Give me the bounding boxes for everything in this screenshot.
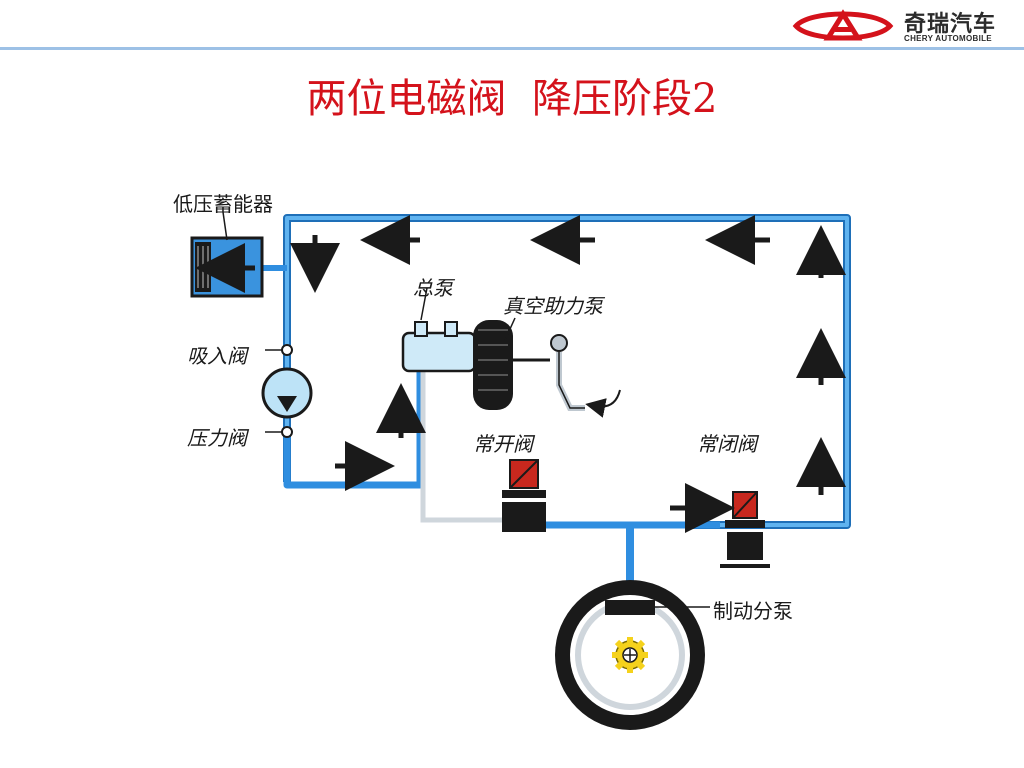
wheel-hub-gear-icon bbox=[612, 637, 648, 673]
label-master-cylinder: 总泵 bbox=[413, 276, 453, 300]
accumulator-leader bbox=[222, 211, 228, 241]
chery-logo-icon bbox=[792, 9, 894, 41]
flow-arrows bbox=[290, 215, 846, 533]
header-divider bbox=[0, 47, 1024, 50]
abs-hydraulic-diagram: 低压蓄能器 总泵 真空助力泵 吸入阀 压力阀 常开阀 常闭阀 制动分泵 bbox=[165, 170, 870, 735]
vacuum-booster bbox=[473, 317, 621, 418]
return-circuit-pipe bbox=[283, 214, 851, 529]
brand-name-en: CHERY AUTOMOBILE bbox=[904, 34, 992, 43]
diagram-canvas bbox=[190, 211, 851, 730]
return-pump bbox=[261, 344, 313, 438]
label-wheel-cylinder: 制动分泵 bbox=[713, 599, 793, 623]
label-low-pressure-accumulator: 低压蓄能器 bbox=[173, 192, 273, 216]
wheel bbox=[555, 580, 705, 730]
return-circuit-pipe-inner bbox=[285, 216, 849, 527]
label-pressure-valve: 压力阀 bbox=[187, 426, 247, 450]
normally-open-valve bbox=[502, 459, 546, 532]
master-cylinder bbox=[401, 287, 477, 373]
normally-closed-valve bbox=[720, 491, 770, 568]
label-suction-valve: 吸入阀 bbox=[187, 344, 247, 368]
label-normally-open-valve: 常开阀 bbox=[473, 432, 533, 456]
low-pressure-accumulator bbox=[190, 236, 264, 298]
slide-title: 两位电磁阀 降压阶段2 bbox=[306, 76, 718, 122]
chery-logo: 奇瑞汽车 CHERY AUTOMOBILE bbox=[788, 6, 1018, 46]
label-vacuum-booster: 真空助力泵 bbox=[503, 294, 603, 318]
brand-name-cn: 奇瑞汽车 bbox=[904, 12, 997, 37]
label-normally-closed-valve: 常闭阀 bbox=[697, 432, 757, 456]
